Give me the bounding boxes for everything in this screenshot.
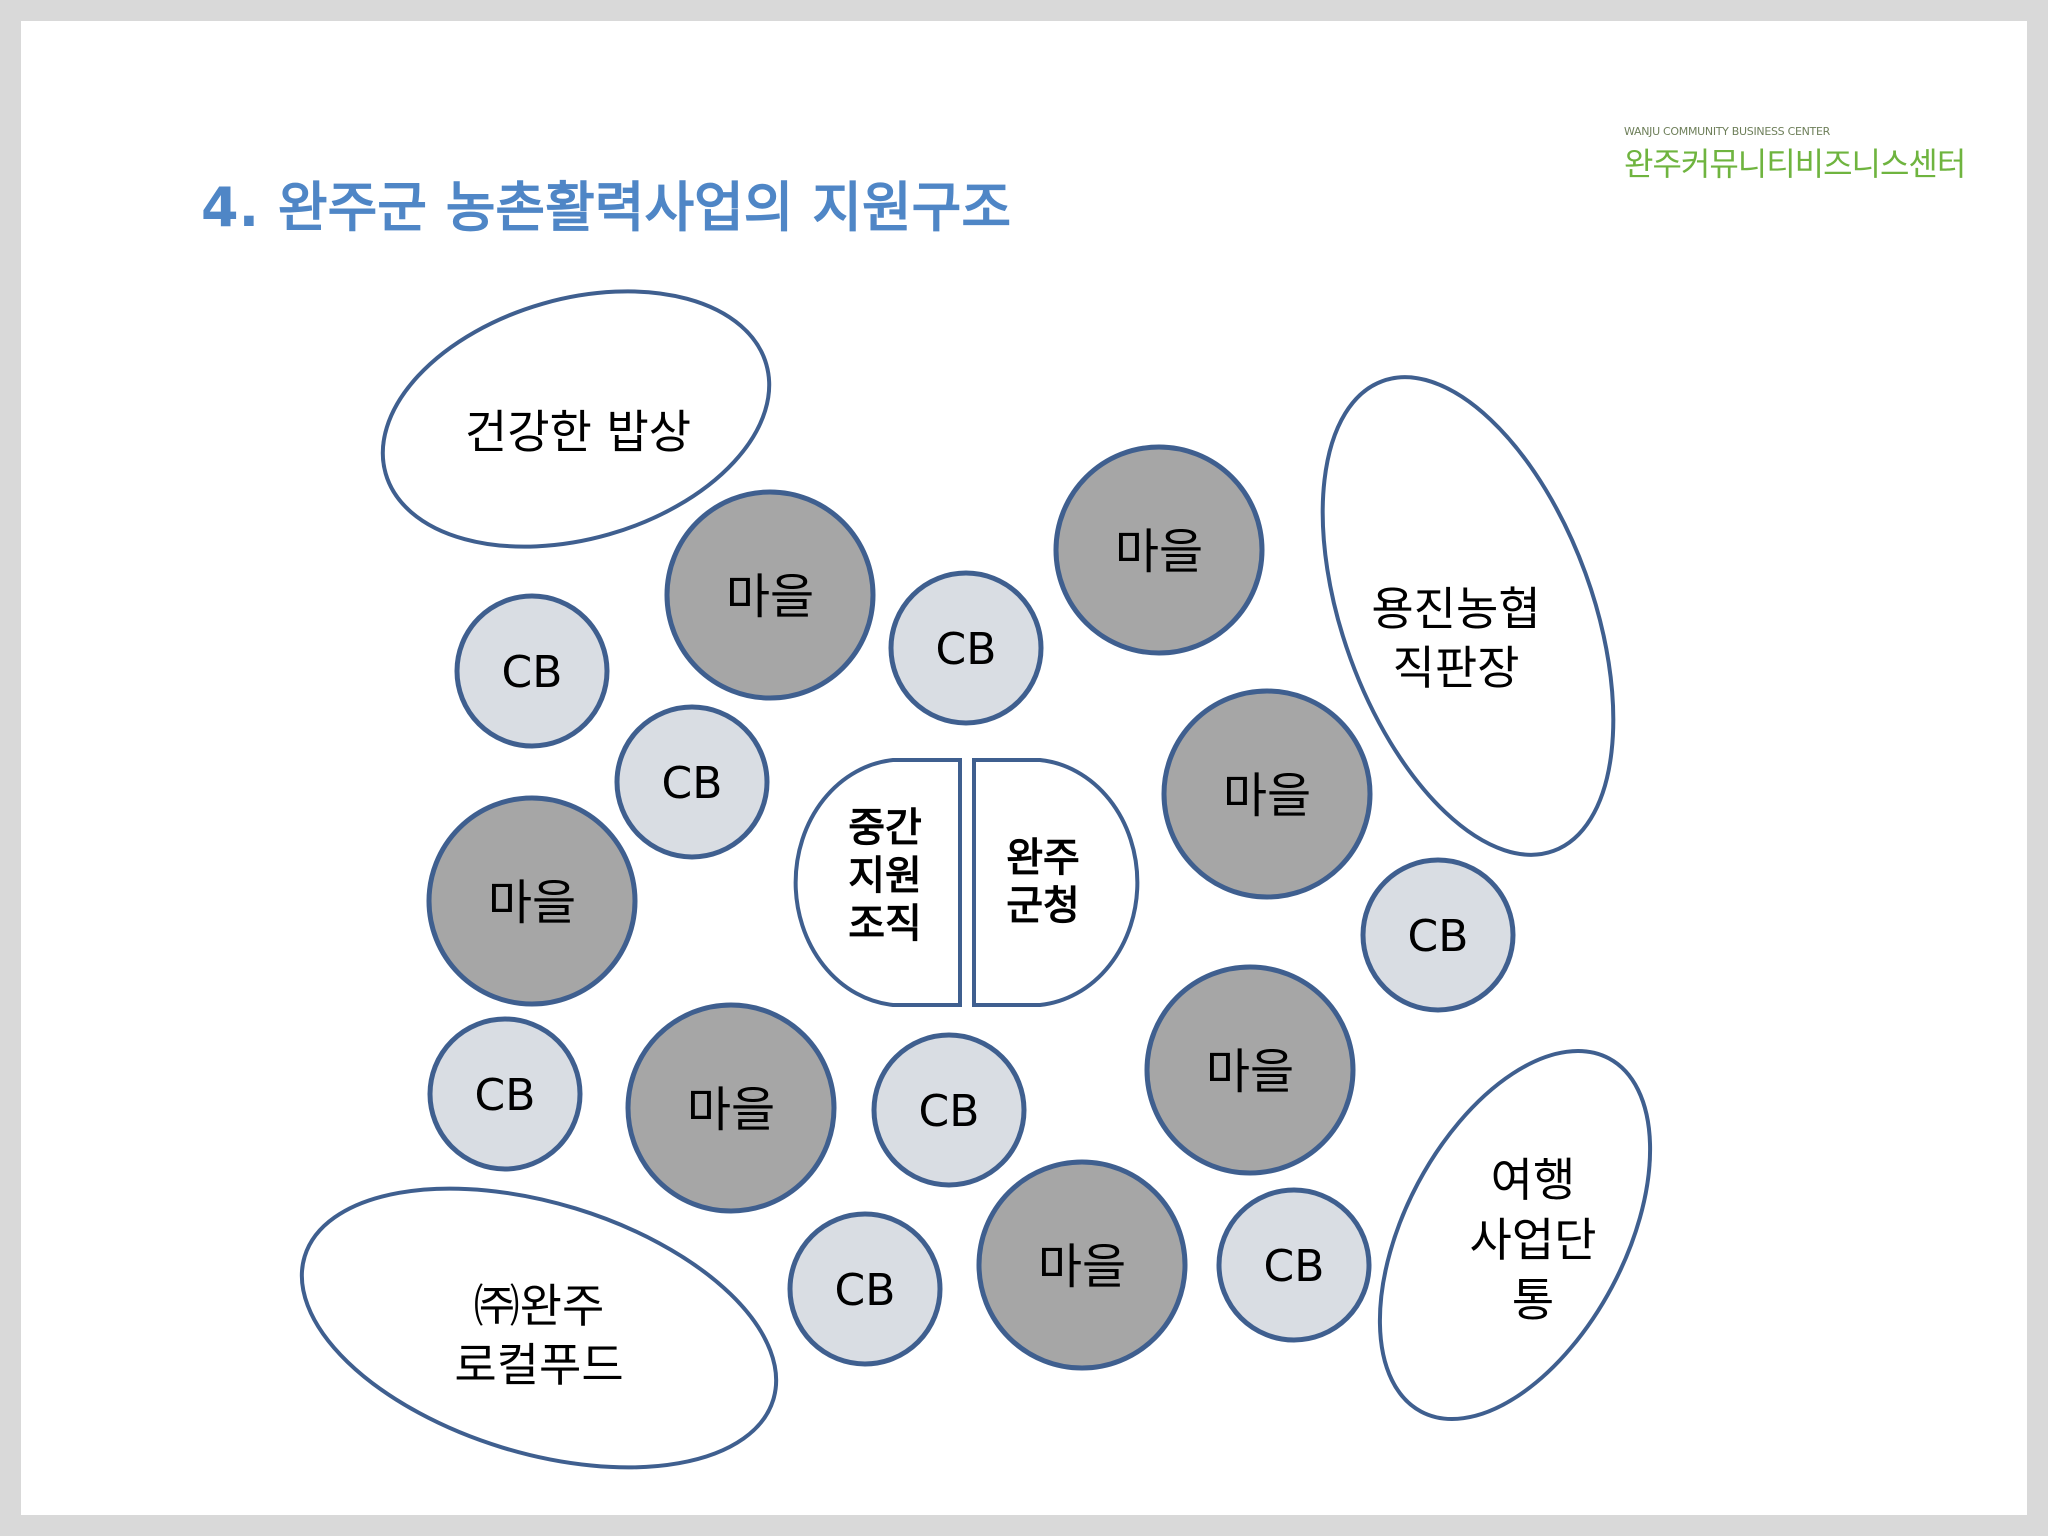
partner-label-yongjin-coop: 용진농협 [1371,582,1540,636]
village-label: 마을 [1038,1239,1126,1295]
cb-label: CB [662,758,723,809]
cb-label: CB [502,647,563,698]
logo-korean-text: 완주커뮤니티비즈니스센터 [1624,145,1966,183]
partner-label-healthy-table: 건강한 밥상 [465,405,691,459]
village-label: 마을 [1206,1044,1294,1100]
village-circle [1144,964,1356,1176]
cb-circle [1360,857,1516,1013]
village-label: 마을 [488,875,576,931]
partner-ellipse-travel-group [1377,1049,1653,1421]
partner-label-travel-group: 통 [1512,1273,1554,1327]
village-circle [426,795,638,1007]
village-circle [1161,688,1373,900]
partner-label-yongjin-coop: 직판장 [1393,641,1520,695]
partner-label-travel-group: 여행 [1491,1153,1576,1207]
cb-circle [1216,1187,1372,1343]
cb-label: CB [1408,911,1469,962]
village-circle [1053,444,1265,656]
logo-english-text: WANJU COMMUNITY BUSINESS CENTER [1624,125,1830,138]
cb-label: CB [835,1265,896,1316]
cb-circle [454,593,610,749]
cb-label: CB [919,1086,980,1137]
cb-circle [787,1211,943,1367]
cb-circle [871,1032,1027,1188]
slide-title: 4. 완주군 농촌활력사업의 지원구조 [201,176,1012,239]
village-circle [976,1159,1188,1371]
partner-label-local-food: ㈜완주 [474,1279,605,1333]
intermediary-org-label: 지원 [848,853,922,899]
partner-label-local-food: 로컬푸드 [454,1338,623,1392]
intermediary-org-shape [793,758,962,1007]
village-label: 마을 [1223,768,1311,824]
county-office-label: 완주 [1006,835,1080,881]
village-circle [664,489,876,701]
intermediary-org-label: 조직 [848,901,922,947]
partner-ellipse-healthy-table [380,289,772,549]
cb-label: CB [1264,1241,1325,1292]
cb-circle [427,1016,583,1172]
partner-ellipse-local-food [299,1186,779,1470]
village-circle [625,1002,837,1214]
partner-label-travel-group: 사업단 [1470,1213,1597,1267]
cb-label: CB [475,1070,536,1121]
county-office-shape [972,758,1140,1007]
village-label: 마을 [1115,524,1203,580]
cb-circle [888,570,1044,726]
county-office-label: 군청 [1006,883,1080,929]
village-label: 마을 [687,1082,775,1138]
cb-circle [614,704,770,860]
center-logo: WANJU COMMUNITY BUSINESS CENTER 완주커뮤니티비즈… [1624,125,1966,187]
cb-label: CB [936,624,997,675]
intermediary-org-label: 중간 [848,805,922,851]
village-label: 마을 [726,569,814,625]
partner-ellipse-yongjin-coop [1320,375,1616,857]
